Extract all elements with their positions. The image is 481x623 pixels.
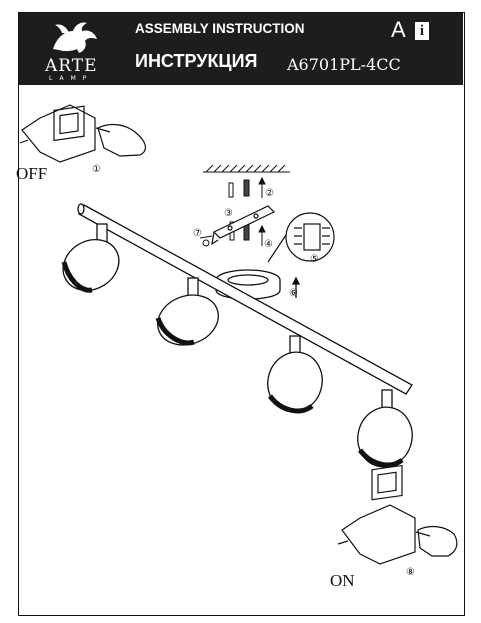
step-6-marker: ⑥ <box>289 288 298 299</box>
info-badge-icon: i <box>415 22 429 40</box>
spotlight-4-icon <box>357 389 413 468</box>
page-frame: ARTE LAMP ASSEMBLY INSTRUCTION ИНСТРУКЦИ… <box>18 12 465 616</box>
header-bar: ARTE LAMP ASSEMBLY INSTRUCTION ИНСТРУКЦИ… <box>19 13 463 85</box>
step-3-marker: ③ <box>224 208 233 219</box>
step-8-marker: ⑧ <box>406 567 415 578</box>
spotlight-2-icon <box>155 277 219 346</box>
lamp-bar-icon <box>77 203 413 395</box>
bracket-screw-icon <box>199 235 213 247</box>
wiring-detail-icon <box>267 212 335 263</box>
step-4-marker: ④ <box>264 239 273 250</box>
step-5-marker: ⑤ <box>310 254 319 265</box>
spotlight-1-icon <box>61 223 120 293</box>
brand-name: ARTE <box>45 56 98 76</box>
label-off: OFF <box>16 164 48 183</box>
label-on: ON <box>330 571 355 590</box>
title-english: ASSEMBLY INSTRUCTION <box>135 21 305 36</box>
step-1-marker: ① <box>92 164 101 175</box>
step-2-marker: ② <box>265 188 274 199</box>
language-badge: A <box>391 17 406 42</box>
spotlight-3-icon <box>267 335 323 414</box>
wall-switch-on-icon <box>337 464 458 565</box>
title-russian: ИНСТРУКЦИЯ <box>135 51 258 71</box>
brand-subtitle: LAMP <box>49 75 94 82</box>
mounting-bracket-icon <box>211 205 276 246</box>
wall-switch-off-icon <box>19 104 147 163</box>
ceiling-hatch <box>203 164 290 173</box>
model-number: A6701PL-4CC <box>287 55 401 74</box>
step-7-marker: ⑦ <box>193 228 202 239</box>
griffin-logo-icon <box>53 22 97 53</box>
